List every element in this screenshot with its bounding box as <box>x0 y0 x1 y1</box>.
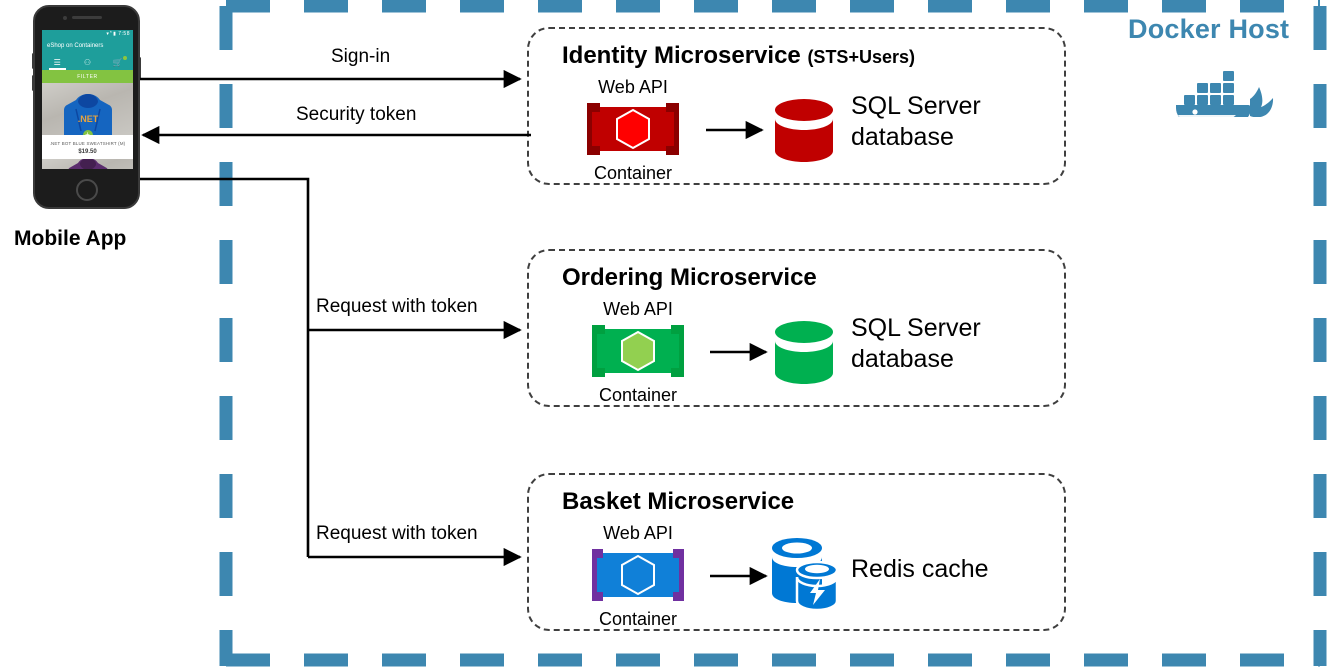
phone-volume-up-button[interactable] <box>32 53 35 69</box>
app-title-bar: eShop on Containers <box>42 39 133 54</box>
ordering-microservice-title: Ordering Microservice <box>562 264 817 291</box>
docker-whale-icon <box>1176 71 1274 117</box>
svg-text:.NET: .NET <box>77 114 98 124</box>
basket-container-label: Container <box>598 609 678 629</box>
filter-button[interactable]: FILTER <box>42 70 133 83</box>
mobile-phone-device: ▾ ⃰ ▮ 7:58 eShop on Containers ☰ ⚇ 🛒 FIL… <box>32 5 141 209</box>
basket-container-icon <box>592 549 684 601</box>
identity-container-label: Container <box>593 163 673 183</box>
blue-hoodie-icon: .NET <box>63 94 112 135</box>
add-to-cart-button[interactable]: + <box>82 130 93 135</box>
ordering-container-icon <box>592 325 684 377</box>
request-basket-label: Request with token <box>316 523 478 544</box>
basket-redis-label: Redis cache <box>851 555 989 583</box>
identity-microservice-title: Identity Microservice (STS+Users) <box>562 42 915 69</box>
purple-hoodie-icon <box>68 159 107 169</box>
identity-webapi-label: Web API <box>598 77 668 97</box>
phone-volume-down-button[interactable] <box>32 75 35 91</box>
ordering-webapi-label: Web API <box>603 299 673 319</box>
phone-home-button[interactable] <box>75 179 98 201</box>
ordering-database-icon <box>775 321 833 384</box>
ordering-database-label: SQL Server database <box>851 314 981 373</box>
basket-webapi-label: Web API <box>603 523 673 543</box>
docker-host-title: Docker Host <box>1128 14 1290 44</box>
mobile-app-label: Mobile App <box>14 227 127 250</box>
product-image-primary[interactable]: .NET + <box>42 83 133 135</box>
sign-in-label: Sign-in <box>331 46 391 67</box>
basket-webapi-group: Web API Container <box>587 523 689 630</box>
basket-microservice-title: Basket Microservice <box>562 488 795 515</box>
phone-screen: ▾ ⃰ ▮ 7:58 eShop on Containers ☰ ⚇ 🛒 FIL… <box>42 30 133 169</box>
cart-badge <box>122 56 127 60</box>
ordering-webapi-group: Web API Container <box>587 299 689 406</box>
product-name: .NET BOT BLUE SWEATSHIRT (M) <box>49 141 126 146</box>
mobile-trunk-line <box>140 177 310 557</box>
identity-webapi-group: Web API Container <box>582 77 684 184</box>
identity-database-label: SQL Server database <box>851 92 981 151</box>
identity-database-icon <box>775 99 833 162</box>
cart-icon: 🛒 <box>112 57 123 67</box>
identity-microservice-subtitle: (STS+Users) <box>807 47 915 67</box>
app-tab-bar: ☰ ⚇ 🛒 <box>42 54 133 70</box>
security-token-label: Security token <box>296 104 417 125</box>
request-ordering-label: Request with token <box>316 296 478 317</box>
ordering-container-label: Container <box>598 385 678 405</box>
phone-speaker-icon <box>71 16 102 19</box>
identity-microservice-box: Identity Microservice (STS+Users) Web AP… <box>527 27 1066 185</box>
identity-container-icon <box>587 103 679 155</box>
phone-power-button[interactable] <box>138 57 141 79</box>
basket-redis-icon <box>772 538 839 612</box>
profile-tab[interactable]: ⚇ <box>83 57 92 67</box>
phone-status-bar: ▾ ⃰ ▮ 7:58 <box>42 30 133 39</box>
menu-tab[interactable]: ☰ <box>42 54 72 70</box>
cart-tab[interactable]: 🛒 <box>103 54 133 70</box>
product-price: $19.50 <box>78 149 97 155</box>
ordering-microservice-box: Ordering Microservice Web API Container … <box>527 249 1066 407</box>
product-image-secondary[interactable] <box>42 159 133 169</box>
basket-microservice-box: Basket Microservice Web API Container <box>527 473 1066 631</box>
phone-camera-icon <box>63 16 67 20</box>
phone-status-icons: ▾ ⃰ ▮ 7:58 <box>106 31 130 37</box>
